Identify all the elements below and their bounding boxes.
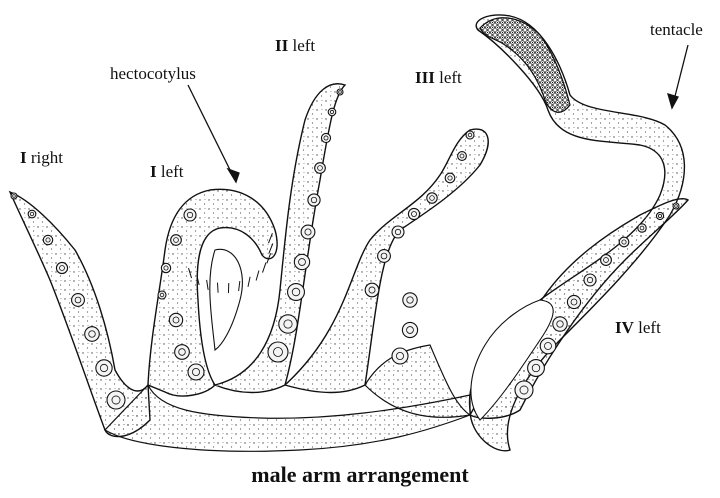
arm-i-right-sucker [96,360,112,376]
hectocotylus-papilla [256,271,259,281]
arm-iii-left-sucker [408,208,419,219]
arm-i-left-sucker [175,345,190,360]
arm-iii-left-sucker [466,131,474,139]
arm-ii-left-sucker [328,108,336,116]
arm-ii-left-sucker [301,225,315,239]
arm-ii-left-sucker [279,315,297,333]
arm-iv-left-sucker [553,317,567,331]
arm-i-right-sucker [56,262,67,273]
arm-iv-left-sucker [656,212,663,219]
hectocotylus-papilla [207,280,209,290]
arm-i-left-sucker [169,313,182,326]
arm-ii-left-numeral: II [275,36,288,55]
label-tentacle: tentacle [650,20,703,40]
arm-i-left-numeral: I [150,162,157,181]
arm-iv-left-sucker [638,224,646,232]
arm-iii-left-side: left [439,68,462,87]
arm-ii-left-sucker [294,254,309,269]
arm-i-right-sucker [28,210,36,218]
arm-i-left-sucker [158,291,166,299]
arm-iii-left-sucker [458,152,467,161]
arm-iv-left-sucker [515,381,533,399]
arm-iv-left-sucker [567,295,580,308]
arm-i-right-sucker [11,193,17,199]
hectocotylus-papilla [217,283,218,293]
hectocotylus-papilla [263,263,266,273]
arm-iii-left-sucker [378,250,391,263]
arm-i-right-numeral: I [20,148,27,167]
arm-ii-left-sucker [288,284,305,301]
arm-i-right [10,192,150,437]
arm-iv-left-sucker [540,338,556,354]
arm-iii-left-sucker [392,226,404,238]
arm-iii-left-sucker [392,348,408,364]
arm-ii-left-sucker [268,342,288,362]
label-arm-iv-left: IV left [615,318,661,338]
arm-iv-left-sucker [528,360,545,377]
arm-i-right-side: right [31,148,63,167]
arm-ii-left-sucker [308,194,320,206]
arm-ii-left-side: left [292,36,315,55]
arm-i-left-sucker [171,235,182,246]
arm-i-right-sucker [43,235,52,244]
label-arm-i-right: I right [20,148,63,168]
arm-i-right-sucker [85,327,100,342]
arm-iv-left-sucker [673,203,679,209]
arm-iii-left-sucker [402,322,417,337]
arm-iv-left-sucker [601,255,612,266]
arm-iii-left-sucker [427,193,437,203]
arm-iii-webbing [365,345,470,417]
label-arm-iii-left: III left [415,68,462,88]
label-arm-ii-left: II left [275,36,315,56]
label-hectocotylus: hectocotylus [110,64,196,84]
arm-iii-left-sucker [365,283,379,297]
hectocotylus-papilla [248,277,250,287]
arm-iv-left-numeral: IV [615,318,634,337]
arm-ii-left-sucker [321,133,330,142]
arm-ii-left-sucker [337,89,343,95]
arm-iii-left-sucker [403,293,417,307]
arm-i-right-sucker [72,294,85,307]
arm-i-left-sucker [188,364,204,380]
arm-i-left-side: left [161,162,184,181]
arm-iv-left-side: left [638,318,661,337]
arm-iv-left-sucker [619,237,629,247]
arm-iv-left-sucker [584,274,596,286]
arm-ii-left-sucker [315,163,326,174]
arm-iii-left-numeral: III [415,68,435,87]
hectocotylus-pointer [188,85,239,182]
arm-i-left-sucker [184,209,196,221]
arm-iii-left-sucker [445,173,455,183]
figure-caption: male arm arrangement [0,462,720,488]
label-arm-i-left: I left [150,162,184,182]
arm-i-right-sucker [107,391,125,409]
arm-i-left-sucker [161,263,170,272]
hectocotylus-inner-fold [210,249,243,350]
tentacle-pointer [668,45,688,108]
